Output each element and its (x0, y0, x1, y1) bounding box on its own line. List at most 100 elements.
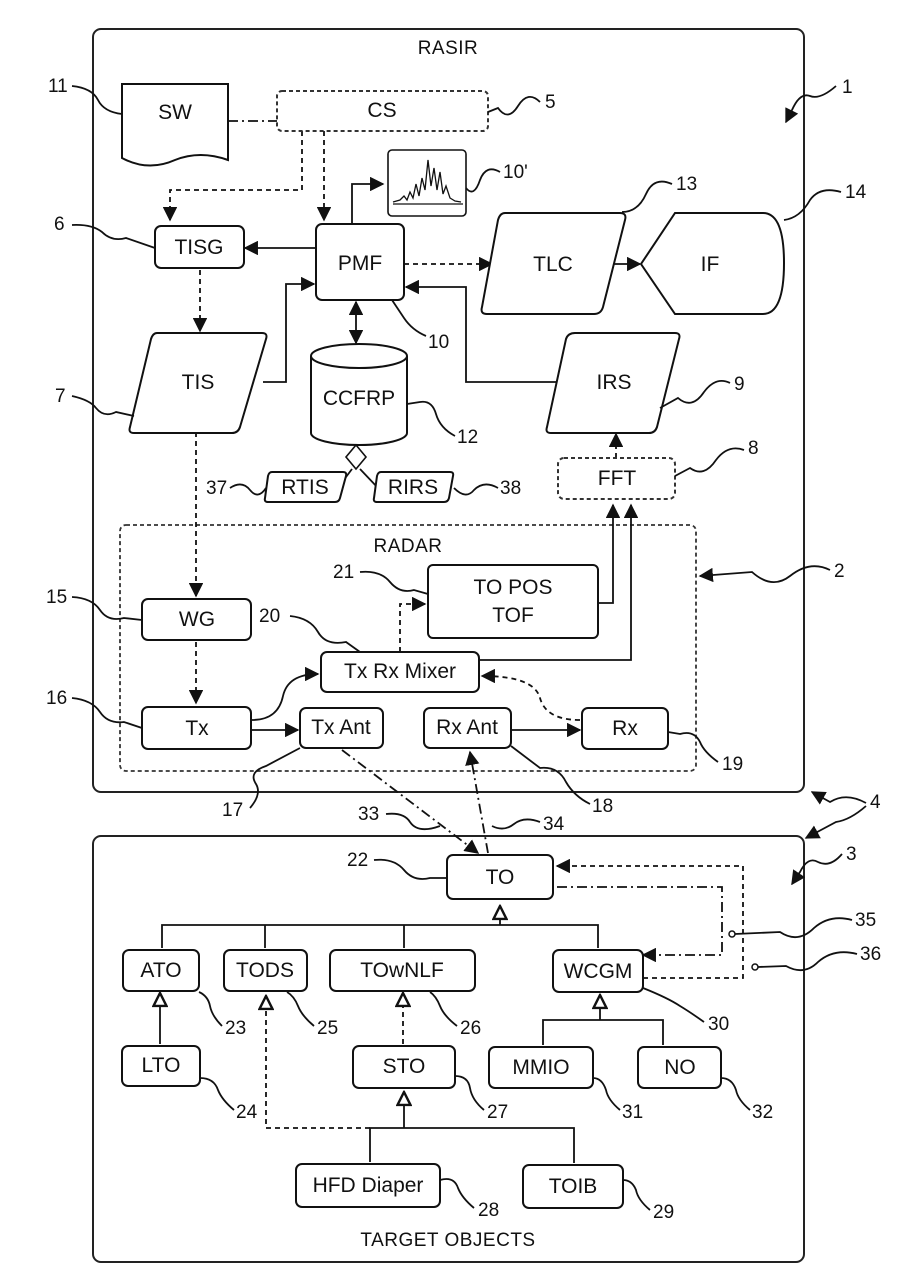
tisg-label: TISG (174, 236, 223, 259)
ref-16: 16 (46, 688, 67, 709)
rtis-block: RTIS (265, 472, 346, 502)
ref-13: 13 (676, 174, 697, 195)
ccfrp-label: CCFRP (323, 387, 395, 410)
townlf-block: TOwNLF (330, 950, 475, 991)
hfd-diaper-label: HFD Diaper (313, 1174, 424, 1197)
lto-block: LTO (122, 1046, 200, 1086)
ref-3: 3 (846, 844, 857, 865)
to-label: TO (486, 866, 515, 889)
rtis-label: RTIS (281, 476, 328, 499)
ref-28: 28 (478, 1200, 499, 1221)
ref-2: 2 (834, 561, 845, 582)
ref-25: 25 (317, 1018, 338, 1039)
to-block: TO (447, 855, 553, 899)
tof-label: TOF (492, 604, 534, 627)
rirs-label: RIRS (388, 476, 438, 499)
radar-title: RADAR (373, 536, 442, 557)
hfd-diaper-block: HFD Diaper (296, 1164, 440, 1207)
wg-label: WG (179, 608, 215, 631)
ref-19: 19 (722, 754, 743, 775)
mmio-block: MMIO (489, 1047, 593, 1088)
ref-31: 31 (622, 1102, 643, 1123)
ref-27: 27 (487, 1102, 508, 1123)
target-objects-title: TARGET OBJECTS (360, 1230, 535, 1251)
ref-29: 29 (653, 1202, 674, 1223)
ref-7: 7 (55, 386, 66, 407)
lto-label: LTO (142, 1054, 181, 1077)
ref-24: 24 (236, 1102, 258, 1123)
fft-label: FFT (598, 467, 637, 490)
ref-10: 10 (428, 332, 449, 353)
ref-6: 6 (54, 214, 65, 235)
ref-18: 18 (592, 796, 613, 817)
tx-ant-label: Tx Ant (311, 716, 371, 739)
ref-37: 37 (206, 478, 227, 499)
no-block: NO (638, 1047, 721, 1088)
toib-block: TOIB (523, 1165, 623, 1208)
tlc-block: TLC (482, 213, 626, 314)
ref-12: 12 (457, 427, 478, 448)
ref-5: 5 (545, 92, 556, 113)
wcgm-label: WCGM (564, 960, 633, 983)
ref-34: 34 (543, 814, 565, 835)
pmf-block: PMF (316, 224, 404, 300)
ref-10-prime: 10' (503, 162, 528, 183)
ato-block: ATO (123, 950, 199, 991)
cs-block: CS (277, 91, 488, 131)
sw-label: SW (158, 101, 192, 124)
ref-22: 22 (347, 850, 368, 871)
to-pos-label: TO POS (474, 576, 553, 599)
ref-23: 23 (225, 1018, 246, 1039)
ref-35: 35 (855, 910, 876, 931)
toib-label: TOIB (549, 1175, 598, 1198)
spectrum-graph (388, 150, 466, 216)
tisg-block: TISG (155, 226, 244, 268)
rx-ant-block: Rx Ant (424, 708, 511, 748)
mmio-label: MMIO (512, 1056, 569, 1079)
ref-11: 11 (48, 76, 68, 97)
ref-4: 4 (870, 792, 881, 813)
ref-38: 38 (500, 478, 521, 499)
pmf-label: PMF (338, 252, 382, 275)
ref-17: 17 (222, 800, 243, 821)
tis-block: TIS (130, 333, 267, 433)
tods-label: TODS (236, 959, 294, 982)
townlf-label: TOwNLF (360, 959, 444, 982)
ato-label: ATO (140, 959, 181, 982)
sto-block: STO (353, 1046, 455, 1088)
ref-32: 32 (752, 1102, 773, 1123)
tods-block: TODS (224, 950, 307, 991)
no-label: NO (664, 1056, 696, 1079)
to-pos-tof-block: TO POS TOF (428, 565, 598, 638)
mixer-block: Tx Rx Mixer (321, 652, 479, 692)
ref-26: 26 (460, 1018, 481, 1039)
rx-label: Rx (612, 717, 638, 740)
sw-document: SW (122, 84, 228, 166)
wcgm-block: WCGM (553, 950, 643, 992)
ref-15: 15 (46, 587, 67, 608)
tlc-label: TLC (533, 253, 573, 276)
if-block: IF (641, 213, 784, 314)
wg-block: WG (142, 599, 251, 640)
fft-block: FFT (558, 458, 675, 499)
ref-20: 20 (259, 606, 280, 627)
rasir-title: RASIR (418, 38, 479, 59)
irs-label: IRS (596, 371, 631, 394)
cs-label: CS (367, 99, 396, 122)
sto-label: STO (383, 1055, 426, 1078)
tis-label: TIS (182, 371, 215, 394)
irs-block: IRS (547, 333, 680, 433)
ref-1: 1 (842, 77, 853, 98)
ref-21: 21 (333, 562, 354, 583)
ref-8: 8 (748, 438, 759, 459)
ref-14: 14 (845, 182, 867, 203)
mixer-label: Tx Rx Mixer (344, 660, 456, 683)
tx-label: Tx (185, 717, 209, 740)
ref-30: 30 (708, 1014, 729, 1035)
if-label: IF (701, 253, 720, 276)
tx-ant-block: Tx Ant (300, 708, 383, 748)
tx-block: Tx (142, 707, 251, 749)
ref-36: 36 (860, 944, 881, 965)
rx-ant-label: Rx Ant (436, 716, 498, 739)
